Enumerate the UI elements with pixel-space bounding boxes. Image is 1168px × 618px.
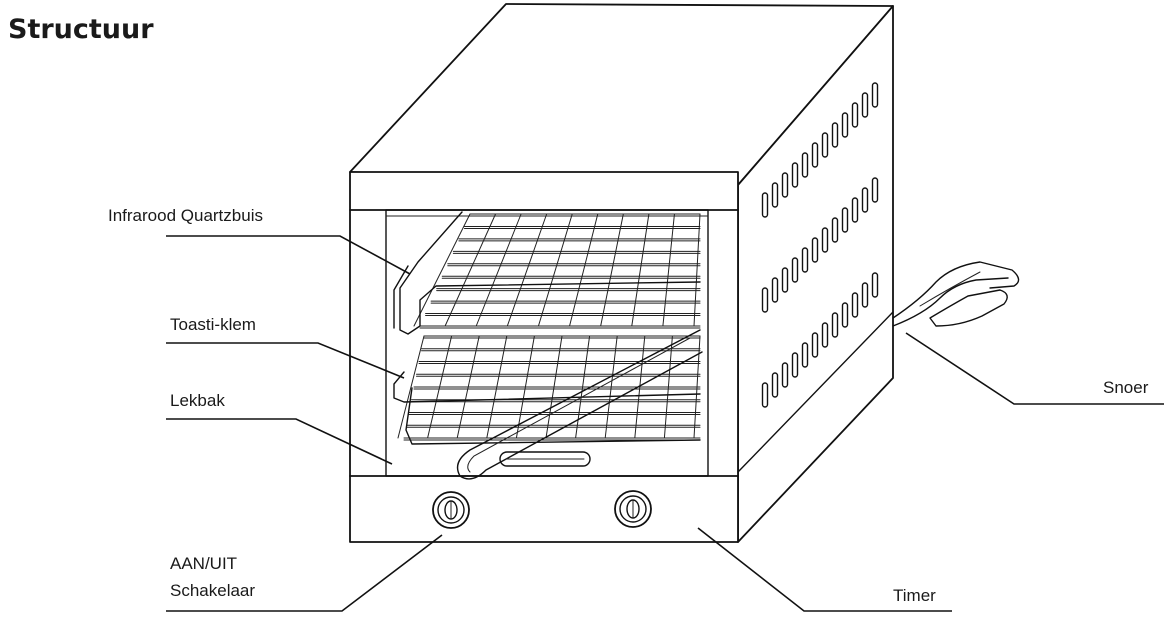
vent-slot xyxy=(861,282,869,308)
vent-slot xyxy=(811,237,819,263)
vent-slot xyxy=(831,312,839,338)
vent-slot xyxy=(791,162,799,188)
vent-slot xyxy=(801,247,809,273)
label-timer: Timer xyxy=(893,586,936,605)
vent-slot xyxy=(811,332,819,358)
vent-slot xyxy=(781,362,789,388)
leader-toasti-clamp xyxy=(166,342,405,379)
vent-slot xyxy=(771,372,779,398)
label-cord: Snoer xyxy=(1103,378,1149,397)
label-drip-tray: Lekbak xyxy=(170,391,225,410)
vent-slot xyxy=(781,172,789,198)
vent-slot xyxy=(851,197,859,223)
toasti-clamp-grids xyxy=(393,211,703,480)
vent-slot xyxy=(791,257,799,283)
timer-knob-icon xyxy=(614,490,652,528)
side-vents xyxy=(761,82,879,408)
vent-slot xyxy=(801,152,809,178)
toaster-body xyxy=(349,3,894,543)
front-face xyxy=(349,171,739,543)
vent-slot xyxy=(871,177,879,203)
vent-slot xyxy=(861,92,869,118)
leader-cord xyxy=(905,332,1164,405)
vent-slot xyxy=(831,122,839,148)
on-off-knob-icon xyxy=(432,491,470,529)
vent-slot xyxy=(841,207,849,233)
vent-slot xyxy=(851,292,859,318)
leader-lines xyxy=(166,235,1164,612)
leader-timer xyxy=(697,527,952,612)
vent-slot xyxy=(761,287,769,313)
vent-slot xyxy=(811,142,819,168)
vent-slot xyxy=(821,227,829,253)
vent-slot xyxy=(871,272,879,298)
vent-slot xyxy=(761,192,769,218)
vent-slot xyxy=(841,302,849,328)
vent-slot xyxy=(771,182,779,208)
toasting-cavity xyxy=(385,209,709,477)
label-toasti-clamp: Toasti-klem xyxy=(170,315,256,334)
vent-slot xyxy=(821,132,829,158)
vent-slot xyxy=(871,82,879,108)
vent-slot xyxy=(771,277,779,303)
vent-slot xyxy=(791,352,799,378)
vent-slot xyxy=(851,102,859,128)
label-quartz-tube: Infrarood Quartzbuis xyxy=(108,206,263,225)
label-switch-line2: Schakelaar xyxy=(170,581,255,600)
power-cord xyxy=(892,261,1020,327)
vent-slot xyxy=(821,322,829,348)
vent-slot xyxy=(781,267,789,293)
leader-switch xyxy=(166,534,443,612)
vent-slot xyxy=(841,112,849,138)
vent-slot xyxy=(761,382,769,408)
page-title: Structuur xyxy=(8,14,154,45)
label-switch-line1: AAN/UIT xyxy=(170,554,237,573)
vent-slot xyxy=(801,342,809,368)
drip-tray-grip xyxy=(499,451,591,467)
vent-slot xyxy=(831,217,839,243)
leader-drip-tray xyxy=(166,418,393,465)
leader-quartz-tube xyxy=(166,235,411,275)
vent-slot xyxy=(861,187,869,213)
